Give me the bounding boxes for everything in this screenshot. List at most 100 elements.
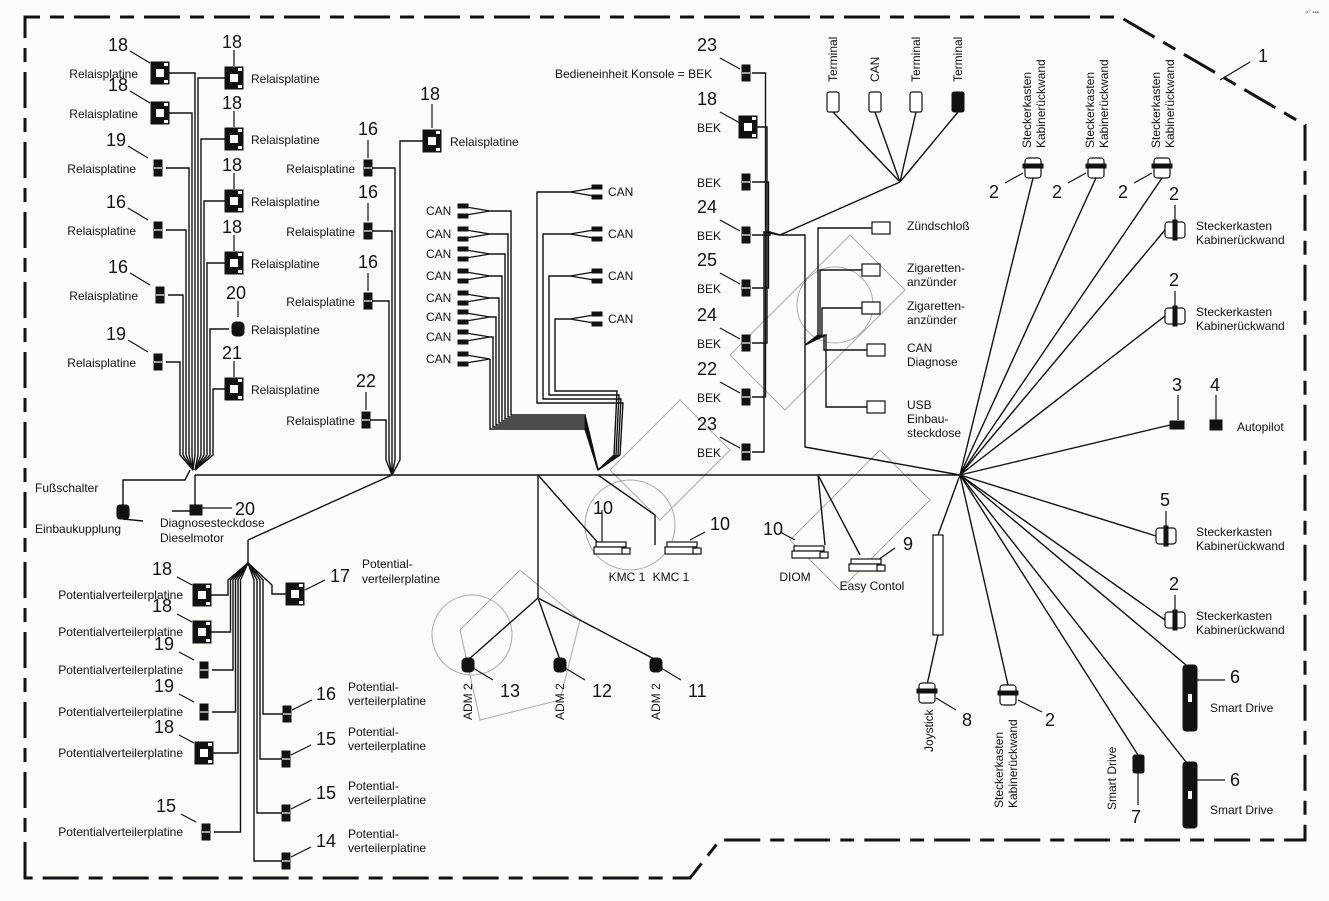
relay-wire [194,77,225,471]
pot-label: verteilerplatine [348,793,426,807]
part-number: 19 [106,130,126,150]
part-leader [1067,172,1087,184]
module-top [850,558,882,565]
part-number: 19 [154,634,174,654]
part-leader [719,272,741,285]
stecker-label: Steckerkasten [1083,72,1097,148]
part-leader [719,111,741,124]
bek-title: Bedieneinheit Konsole = BEK [555,67,712,81]
relay-board-connector [231,321,245,337]
part-leader [564,667,586,681]
adm-wire [467,597,539,661]
connector-socket [156,69,164,77]
relay-board-connector [361,411,371,429]
plug-pin [457,256,469,262]
bek-connector [738,115,758,139]
part-leader [290,798,312,810]
relay-board-connector [150,101,170,125]
pot-label: verteilerplatine [348,739,426,753]
module-base [848,563,882,572]
stecker-label: Kabinerückwand [1034,59,1048,148]
connector-pin [238,68,242,71]
connector-body [553,657,567,673]
relay-board-connector [363,159,373,177]
cab-label: anzünder [907,275,957,289]
watermark [431,234,931,721]
part-number: 15 [316,783,336,803]
can-plug [569,184,603,200]
fan-wire [959,229,1166,476]
part-leader [178,693,195,703]
adm-connector [461,657,475,673]
control-module [791,545,829,559]
plug-ring [1172,609,1178,631]
part-leader [1017,699,1043,713]
connector-pin [206,639,210,642]
potential-board-connector [192,620,212,644]
plug-ring [1172,305,1178,327]
part-number: 23 [697,35,717,55]
relay-label: Relaisplatine [251,323,320,337]
plug-ring [1085,163,1107,169]
terminal-wire [899,111,917,183]
connector-pin [164,103,168,106]
relay-board-connector [155,286,165,304]
pot-wire [214,562,249,833]
part-number: 9 [903,534,913,554]
part-leader [127,207,149,221]
connector-pin [206,622,210,625]
part-number: 12 [592,681,612,701]
connector-pin [164,63,168,66]
connector-pin [238,253,242,256]
potential-board-connector [285,582,305,606]
part-number: 14 [316,831,336,851]
plug-pin [457,213,469,219]
connector-socket [744,123,752,131]
cab-wire [804,227,872,346]
plug-pin [457,246,469,252]
potential-board-connector [201,823,211,841]
cab-connector [861,263,881,277]
watermark-ring [584,479,676,571]
part-number: 5 [1160,490,1170,510]
terminal-wire [832,111,901,183]
fan-wire [959,177,1034,476]
fuss-wire [122,469,191,505]
part-number: 7 [1131,807,1141,827]
module-base [593,546,627,555]
relay-wire [166,361,194,471]
adm-wire [537,597,657,661]
can-plug [457,309,491,325]
stecker-label: Steckerkasten [1196,305,1272,319]
fan-wire [959,474,1166,621]
pot-label: Potential- [348,779,399,793]
connector-socket [198,591,206,599]
part-number: 15 [316,729,336,749]
plug-pin [457,309,469,315]
part-leader [129,272,151,286]
plug-pin [457,236,469,242]
stecker-label: Steckerkasten [1020,72,1034,148]
module-top [595,541,627,548]
relay-board-connector [153,353,163,371]
part-leader [129,90,151,104]
cab-label: USB [907,398,932,412]
part-leader [1133,172,1153,184]
can-label: CAN [426,227,451,241]
relay-label: Relaisplatine [251,383,320,397]
smart-drive-label: Smart Drive [1210,803,1274,817]
relay-wire [372,230,393,475]
plug-pin [457,278,469,284]
part-number: 11 [688,681,707,701]
foot-switch-label: Fußschalter [35,481,98,495]
pot-label: verteilerplatine [348,694,426,708]
connector-socket [230,74,238,82]
relay-label: Relaisplatine [67,224,136,238]
pot-wire [247,562,282,814]
potential-board-connector [199,661,209,679]
connector-pin [208,760,212,763]
module-wire [597,474,656,545]
can-plug [569,311,603,327]
connector-socket [200,749,208,757]
cabin-rear-connector [1151,157,1173,179]
